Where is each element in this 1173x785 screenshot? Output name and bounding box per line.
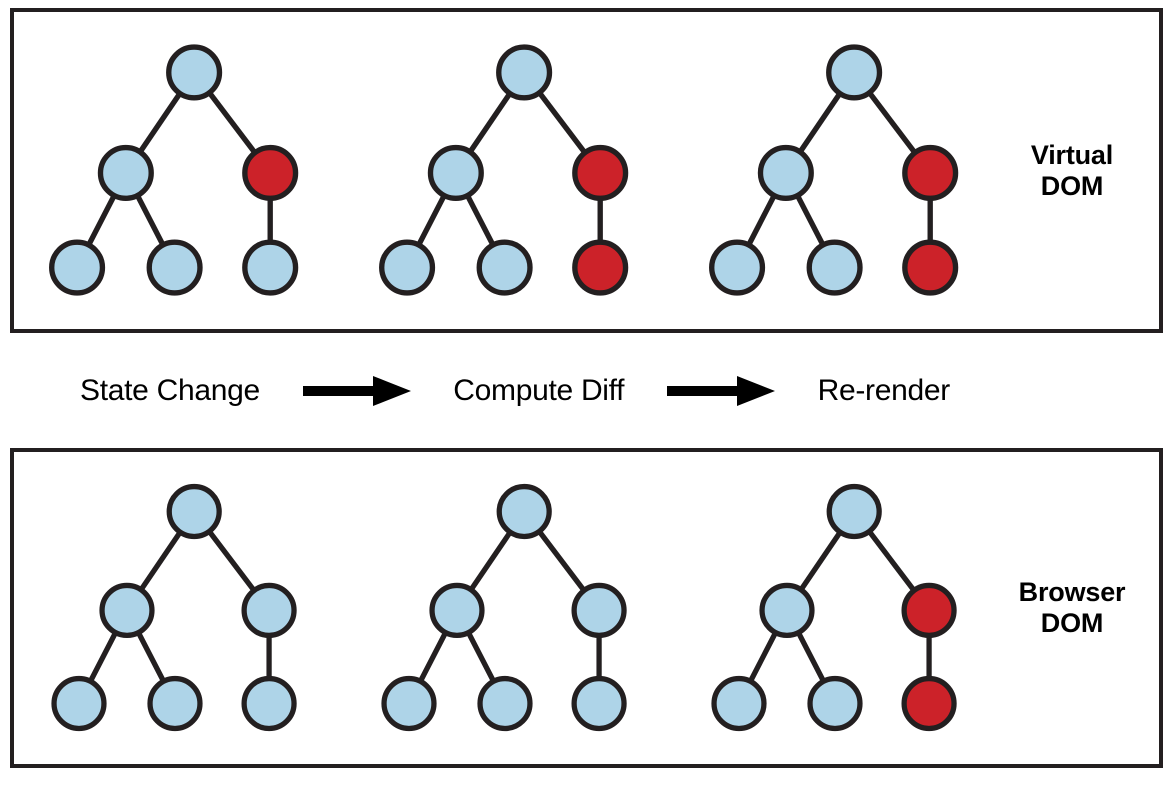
tree-node-left-leaf-2-blue xyxy=(477,675,533,732)
tree-node-right-leaf-red xyxy=(902,239,959,296)
tree-node-root-blue xyxy=(826,483,882,540)
panel-label-line: DOM xyxy=(1040,608,1104,638)
arrow-right-icon xyxy=(666,376,775,406)
tree-node-left-blue xyxy=(99,582,155,638)
panel-label-line: Browser xyxy=(1018,576,1126,607)
flow-step-re-render: Re-render xyxy=(817,374,951,407)
tree-node-left-blue xyxy=(97,144,154,201)
tree-vdom-tree-3 xyxy=(709,44,959,296)
tree-node-right-red xyxy=(572,144,629,201)
tree-vdom-tree-1 xyxy=(49,44,299,296)
tree-node-left-leaf-2-blue xyxy=(147,675,203,732)
tree-node-right-blue xyxy=(571,582,627,638)
tree-node-left-blue xyxy=(757,144,814,201)
tree-group-browser-dom xyxy=(14,452,1014,764)
tree-node-left-leaf-2-blue xyxy=(807,675,863,732)
panel-label-line: Virtual xyxy=(1030,139,1114,170)
tree-node-right-blue xyxy=(241,582,297,638)
arrow-right-icon xyxy=(302,376,411,406)
tree-node-left-leaf-1-blue xyxy=(709,239,766,296)
panel-virtual-dom: Virtual DOM xyxy=(10,8,1163,333)
tree-bdom-tree-3 xyxy=(711,483,957,732)
tree-node-right-red xyxy=(902,144,959,201)
flow-step-compute-diff: Compute Diff xyxy=(453,374,625,407)
tree-vdom-tree-2 xyxy=(379,44,629,296)
tree-node-left-leaf-1-blue xyxy=(379,239,436,296)
tree-node-left-leaf-2-blue xyxy=(476,239,533,296)
tree-bdom-tree-1 xyxy=(51,483,297,732)
flow-row: State Change Compute Diff Re-render xyxy=(10,341,1010,441)
panel-browser-dom: Browser DOM xyxy=(10,448,1163,768)
tree-node-left-leaf-2-blue xyxy=(146,239,203,296)
tree-bdom-tree-2 xyxy=(381,483,627,732)
tree-node-right-leaf-red xyxy=(572,239,629,296)
tree-group-virtual-dom xyxy=(14,12,1014,329)
tree-node-root-blue xyxy=(166,44,223,101)
panel-label-line: DOM xyxy=(1040,170,1104,201)
tree-node-root-blue xyxy=(496,44,553,101)
tree-node-root-blue xyxy=(496,483,552,540)
tree-node-right-red xyxy=(242,144,299,201)
panel-label-browser-dom: Browser DOM xyxy=(997,577,1147,639)
tree-node-left-blue xyxy=(429,582,485,638)
tree-node-right-leaf-blue xyxy=(241,675,297,732)
tree-node-right-leaf-blue xyxy=(242,239,299,296)
tree-node-root-blue xyxy=(826,44,883,101)
tree-node-root-blue xyxy=(166,483,222,540)
tree-node-left-leaf-1-blue xyxy=(381,675,437,732)
tree-node-left-blue xyxy=(427,144,484,201)
tree-node-left-blue xyxy=(759,582,815,638)
tree-node-left-leaf-2-blue xyxy=(806,239,863,296)
tree-node-left-leaf-1-blue xyxy=(49,239,106,296)
tree-node-right-red xyxy=(901,582,957,638)
flow-step-state-change: State Change xyxy=(80,374,260,407)
tree-node-left-leaf-1-blue xyxy=(711,675,767,732)
tree-node-right-leaf-red xyxy=(901,675,957,732)
tree-node-left-leaf-1-blue xyxy=(51,675,107,732)
panel-label-virtual-dom: Virtual DOM xyxy=(997,139,1147,201)
tree-node-right-leaf-blue xyxy=(571,675,627,732)
